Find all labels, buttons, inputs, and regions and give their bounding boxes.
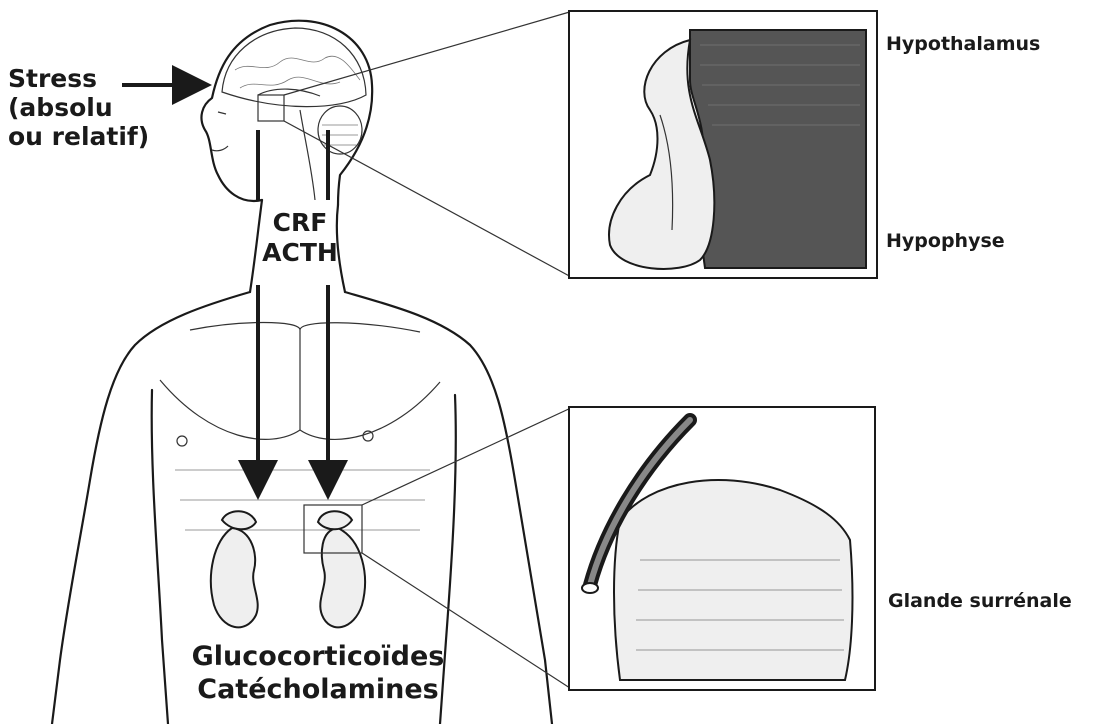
stress-line-2: (absolu [8, 93, 149, 122]
catecholamines-label: Catécholamines [178, 673, 458, 706]
hormone-signal-label: CRF ACTH [240, 208, 360, 268]
hypothalamus-label: Hypothalamus [886, 33, 1040, 55]
adrenal-hormones-label: Glucocorticoïdes Catécholamines [178, 640, 458, 706]
glucocorticoides-label: Glucocorticoïdes [178, 640, 458, 673]
acth-label: ACTH [240, 238, 360, 268]
glande-surrenale-label: Glande surrénale [888, 590, 1072, 612]
signal-arrows [122, 85, 328, 480]
inset-adrenal [569, 407, 875, 690]
crf-label: CRF [240, 208, 360, 238]
stress-line-1: Stress [8, 64, 149, 93]
hypophyse-label: Hypophyse [886, 230, 1005, 252]
inset-pituitary [569, 11, 877, 278]
stress-line-3: ou relatif) [8, 122, 149, 151]
stress-label: Stress (absolu ou relatif) [8, 64, 149, 151]
